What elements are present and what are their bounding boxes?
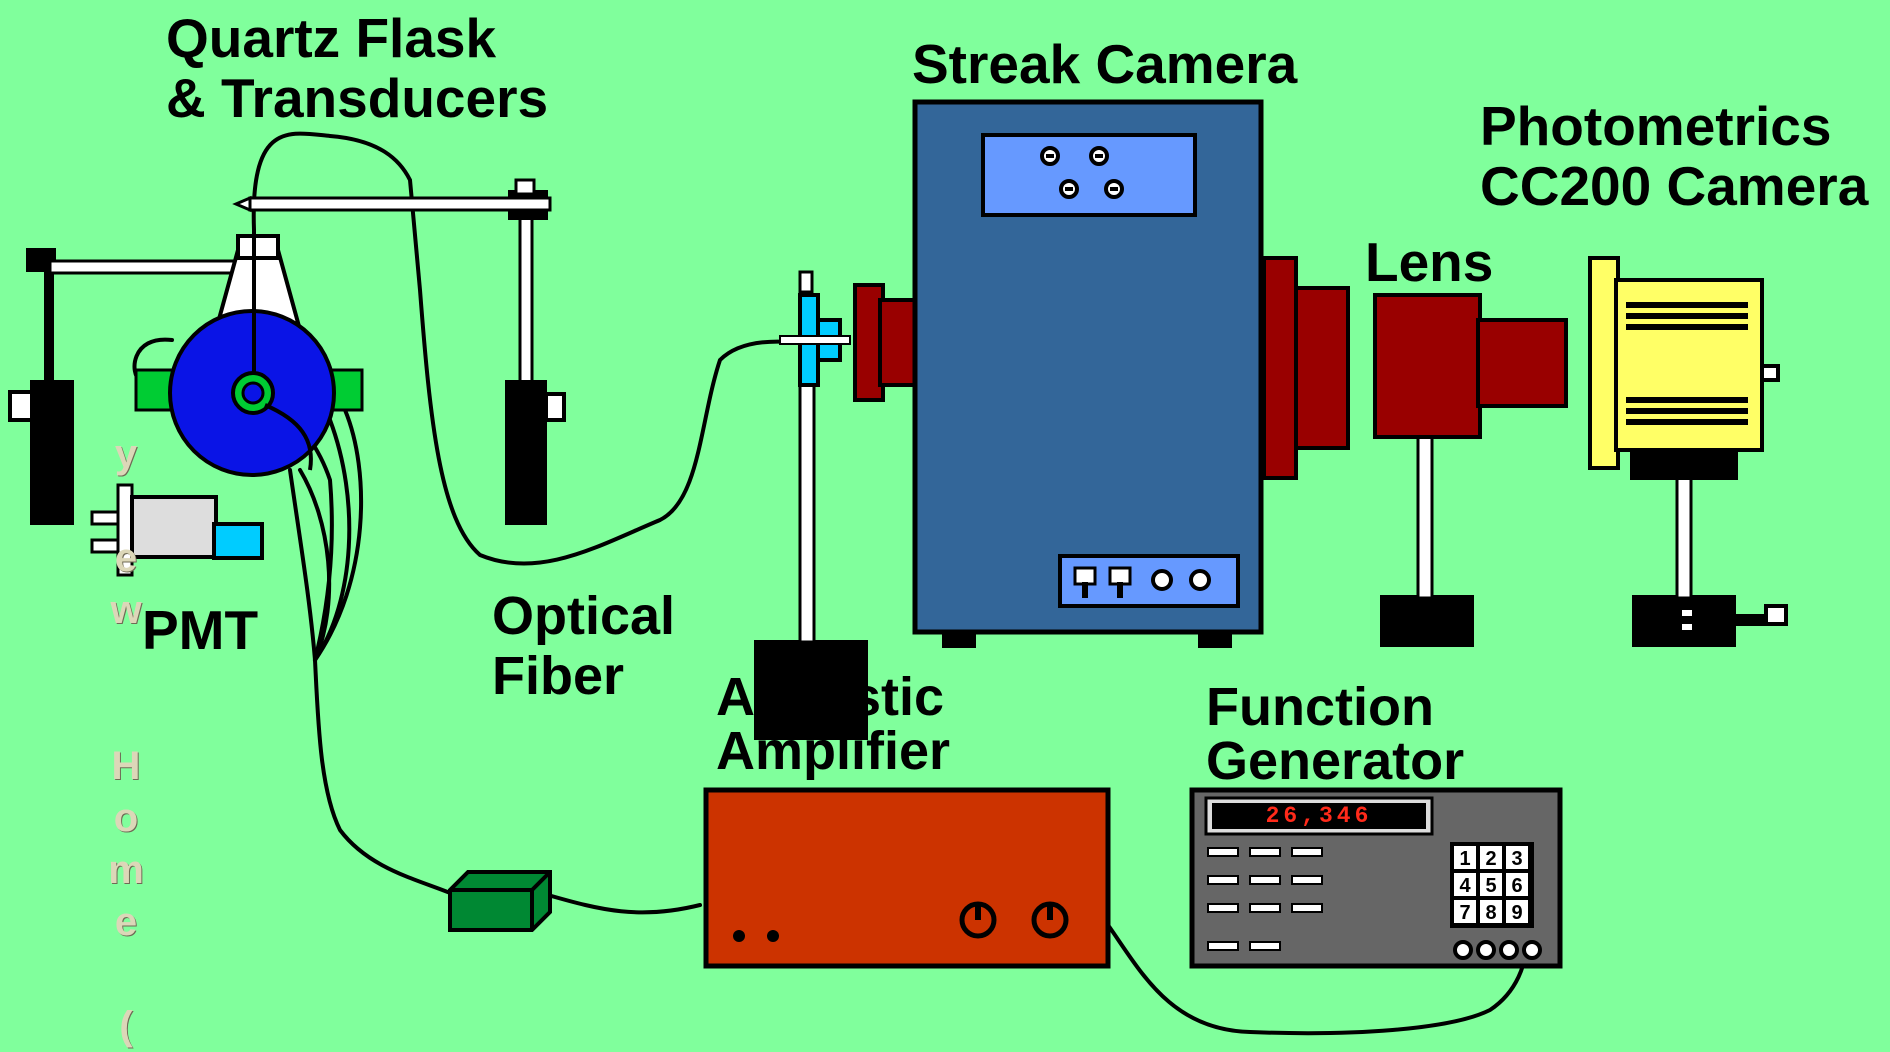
side-text-char <box>106 636 146 688</box>
optical-fiber-mount <box>754 270 868 740</box>
acoustic-amplifier-label-line1: Acoustic <box>716 667 945 727</box>
pmt-label: PMT <box>142 599 259 661</box>
side-text-char: H <box>111 744 141 788</box>
keypad-key <box>1506 873 1528 896</box>
ccd-cooling-fins <box>1626 302 1748 425</box>
keypad-key-label: 3 <box>1511 848 1522 870</box>
amplifier-knob <box>959 901 1069 939</box>
lens-assembly <box>1373 293 1568 647</box>
quartz-flask-label: Quartz Flask & Transducers <box>166 8 548 128</box>
side-text-char <box>106 480 146 532</box>
streak-camera-label: Streak Camera <box>912 33 1298 95</box>
optical-fiber-label: Optical Fiber <box>492 586 675 706</box>
function-generator-label-line2: Generator <box>1206 731 1465 791</box>
photometrics-label-line1: Photometrics <box>1480 95 1832 157</box>
transducer-cable-3 <box>298 468 332 662</box>
amplifier-chassis <box>703 787 1111 969</box>
left-stand <box>8 248 282 525</box>
control-knob <box>1040 146 1124 199</box>
side-text-char: ( <box>119 1004 133 1048</box>
flask-top-cable <box>251 131 792 566</box>
amplifier-input-jack <box>767 930 779 942</box>
quartz-flask <box>134 230 364 477</box>
side-text-char: e <box>114 900 138 944</box>
side-text-char: e <box>114 536 138 580</box>
amplifier-input-jack <box>733 930 745 942</box>
transducer-cable-5 <box>313 418 352 662</box>
acoustic-amplifier-label-line2: Amplifier <box>716 721 951 781</box>
function-generator-label: Function Generator <box>1206 680 1464 788</box>
streak-output-optics <box>1294 286 1350 450</box>
main-signal-cable <box>313 658 457 897</box>
quartz-flask-label-line1: Quartz Flask <box>166 7 497 69</box>
side-text-char: o <box>113 796 139 840</box>
frequency-display <box>1212 803 1426 829</box>
side-text-char: m <box>108 848 144 892</box>
streak-control-panel <box>981 133 1197 217</box>
keypad-key <box>1454 900 1476 923</box>
streak-camera <box>853 99 1350 648</box>
keypad-key-label: 4 <box>1459 875 1471 897</box>
keypad-key-label: 7 <box>1459 902 1470 924</box>
side-text-char <box>106 688 146 740</box>
streak-input-optics <box>878 298 918 387</box>
keypad-key-label: 1 <box>1459 848 1470 870</box>
quartz-flask-label-line2: & Transducers <box>166 67 549 129</box>
optical-fiber-label-line2: Fiber <box>492 646 625 706</box>
keypad-key-label: 6 <box>1511 875 1522 897</box>
side-text-char: w <box>110 588 142 632</box>
preamp-box <box>448 870 552 932</box>
frequency-readout: 26,346 <box>1265 803 1373 829</box>
side-text-char: y <box>114 432 138 476</box>
keypad-key <box>1480 873 1502 896</box>
keypad-key-label: 9 <box>1511 902 1522 924</box>
output-connectors <box>1453 940 1542 960</box>
connector-jack <box>1073 566 1211 598</box>
pmt <box>90 483 264 577</box>
keypad-key <box>1454 846 1476 869</box>
ccd-camera <box>1588 256 1788 647</box>
keypad-key <box>1480 900 1502 923</box>
keypad-key-label: 2 <box>1485 848 1496 870</box>
function-generator-label-line1: Function <box>1206 677 1434 737</box>
keypad-key-label: 8 <box>1485 902 1496 924</box>
keypad-key <box>1480 846 1502 869</box>
transducer-cable-2 <box>288 468 317 662</box>
photometrics-label-line2: CC200 Camera <box>1480 155 1869 217</box>
keypad-key-label: 5 <box>1485 875 1496 897</box>
lens-body <box>1373 293 1482 439</box>
streak-output-flange <box>1262 256 1298 480</box>
keypad-key <box>1506 900 1528 923</box>
acoustic-amplifier-label: Acoustic Amplifier <box>716 670 950 778</box>
flask-support-stand <box>232 178 566 525</box>
optical-fiber-label-line1: Optical <box>492 586 676 646</box>
lens-label: Lens <box>1365 231 1494 293</box>
acoustic-amplifier <box>703 787 1111 969</box>
lens-barrel <box>1476 318 1568 408</box>
keypad-key <box>1454 873 1476 896</box>
preamp-to-amplifier-cable <box>546 893 702 915</box>
function-buttons <box>1207 847 1323 951</box>
amplifier-to-generator-cable <box>1106 923 1530 1036</box>
photometrics-label: Photometrics CC200 Camera <box>1480 96 1868 216</box>
side-text-char <box>106 948 146 1000</box>
keypad-key <box>1506 846 1528 869</box>
